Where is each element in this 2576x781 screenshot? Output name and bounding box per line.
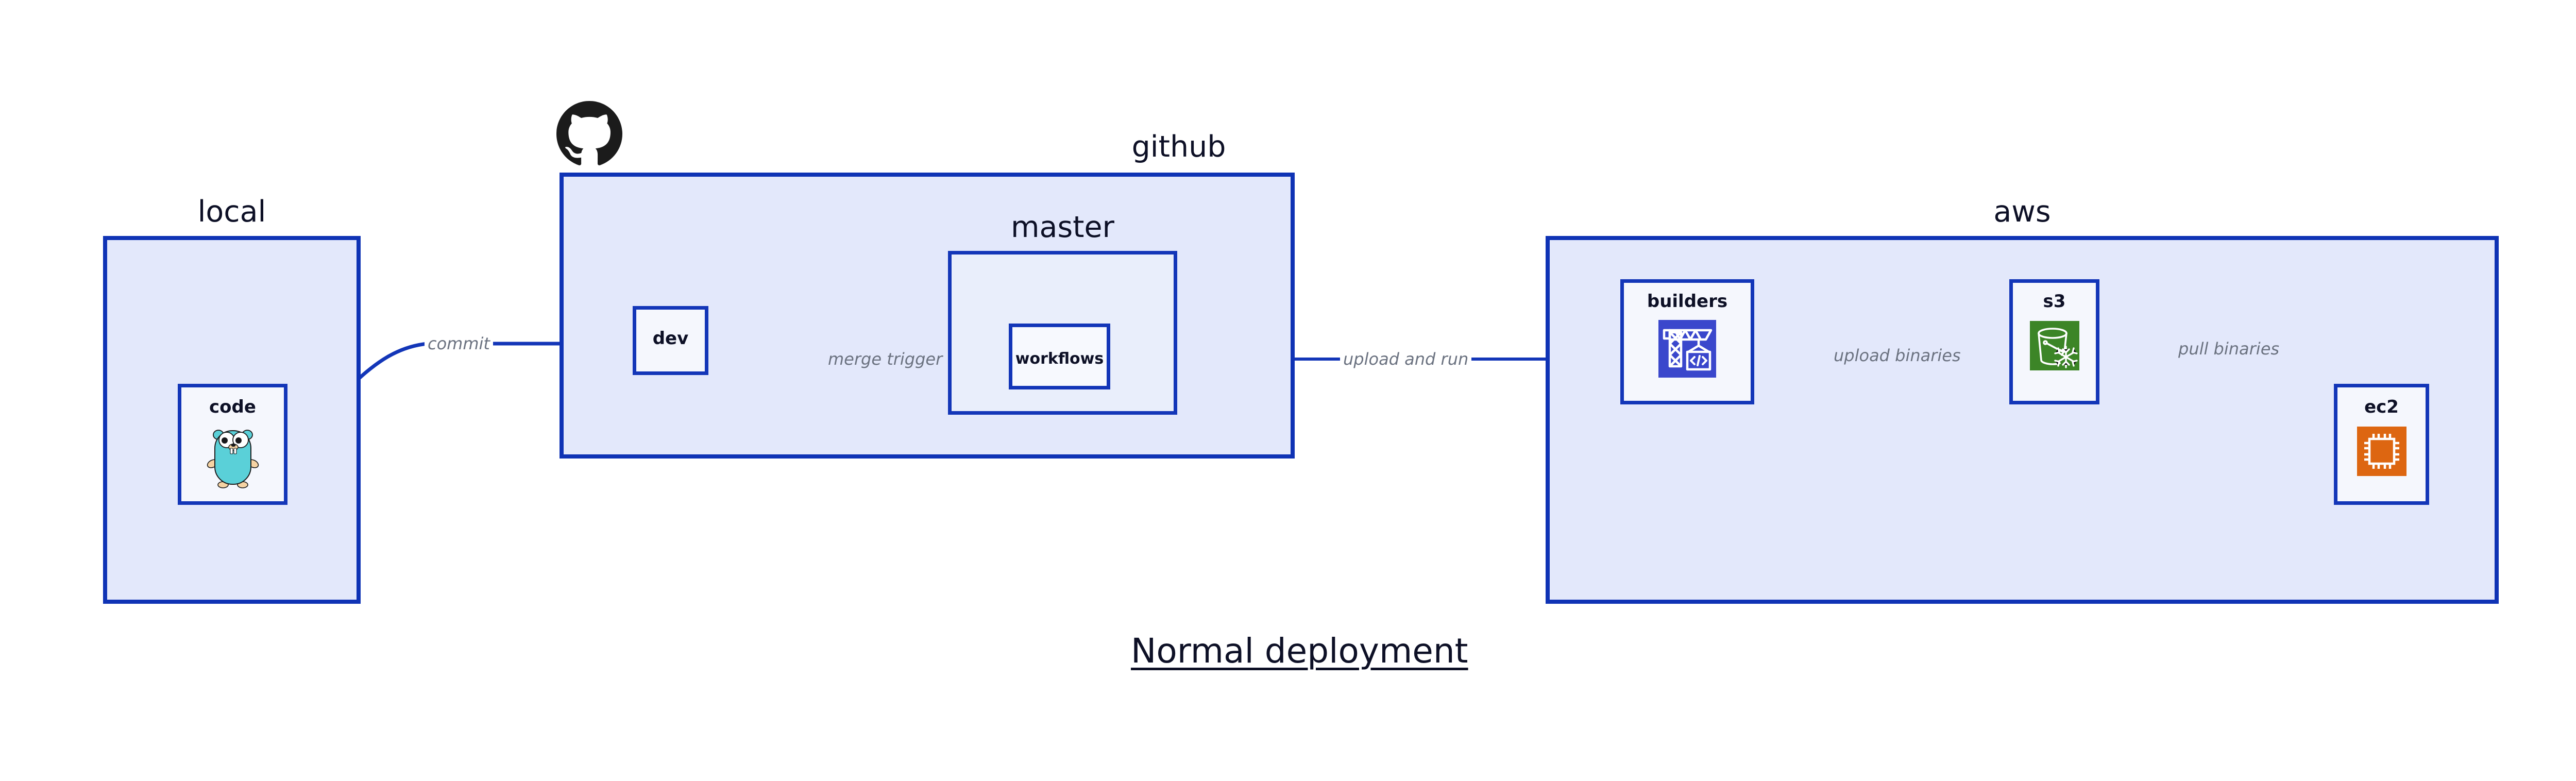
node-label-builders: builders: [1647, 291, 1728, 312]
node-box-ec2[interactable]: ec2: [2334, 384, 2429, 505]
group-label-master: master: [1010, 210, 1114, 244]
group-label-local: local: [197, 195, 266, 229]
node-box-code[interactable]: code: [178, 384, 287, 505]
node-box-dev[interactable]: dev: [633, 306, 708, 375]
aws-ec2-icon: [2357, 427, 2406, 476]
node-box-workflows[interactable]: workflows: [1009, 324, 1110, 389]
diagram-title: Normal deployment: [1131, 631, 1468, 671]
node-box-s3[interactable]: s3: [2009, 279, 2099, 404]
edge-label-upload-binaries: upload binaries: [1831, 347, 1964, 364]
group-label-github: github: [1131, 130, 1226, 164]
edge-label-merge-trigger: merge trigger: [825, 350, 946, 368]
aws-codebuild-icon: [1658, 320, 1716, 378]
node-box-builders[interactable]: builders: [1620, 279, 1754, 404]
node-label-dev: dev: [652, 328, 689, 349]
node-label-workflows: workflows: [1015, 350, 1104, 368]
edge-label-upload-and-run: upload and run: [1340, 350, 1472, 368]
node-label-ec2: ec2: [2364, 397, 2399, 417]
github-octocat-icon: [556, 101, 622, 167]
aws-s3-glacier-icon: [2029, 321, 2079, 370]
edge-label-pull-binaries: pull binaries: [2175, 340, 2283, 358]
node-label-s3: s3: [2043, 291, 2066, 312]
group-label-aws: aws: [1993, 195, 2051, 229]
node-label-code: code: [209, 397, 256, 417]
edge-label-commit: commit: [425, 335, 493, 352]
go-gopher-icon: [206, 427, 260, 488]
